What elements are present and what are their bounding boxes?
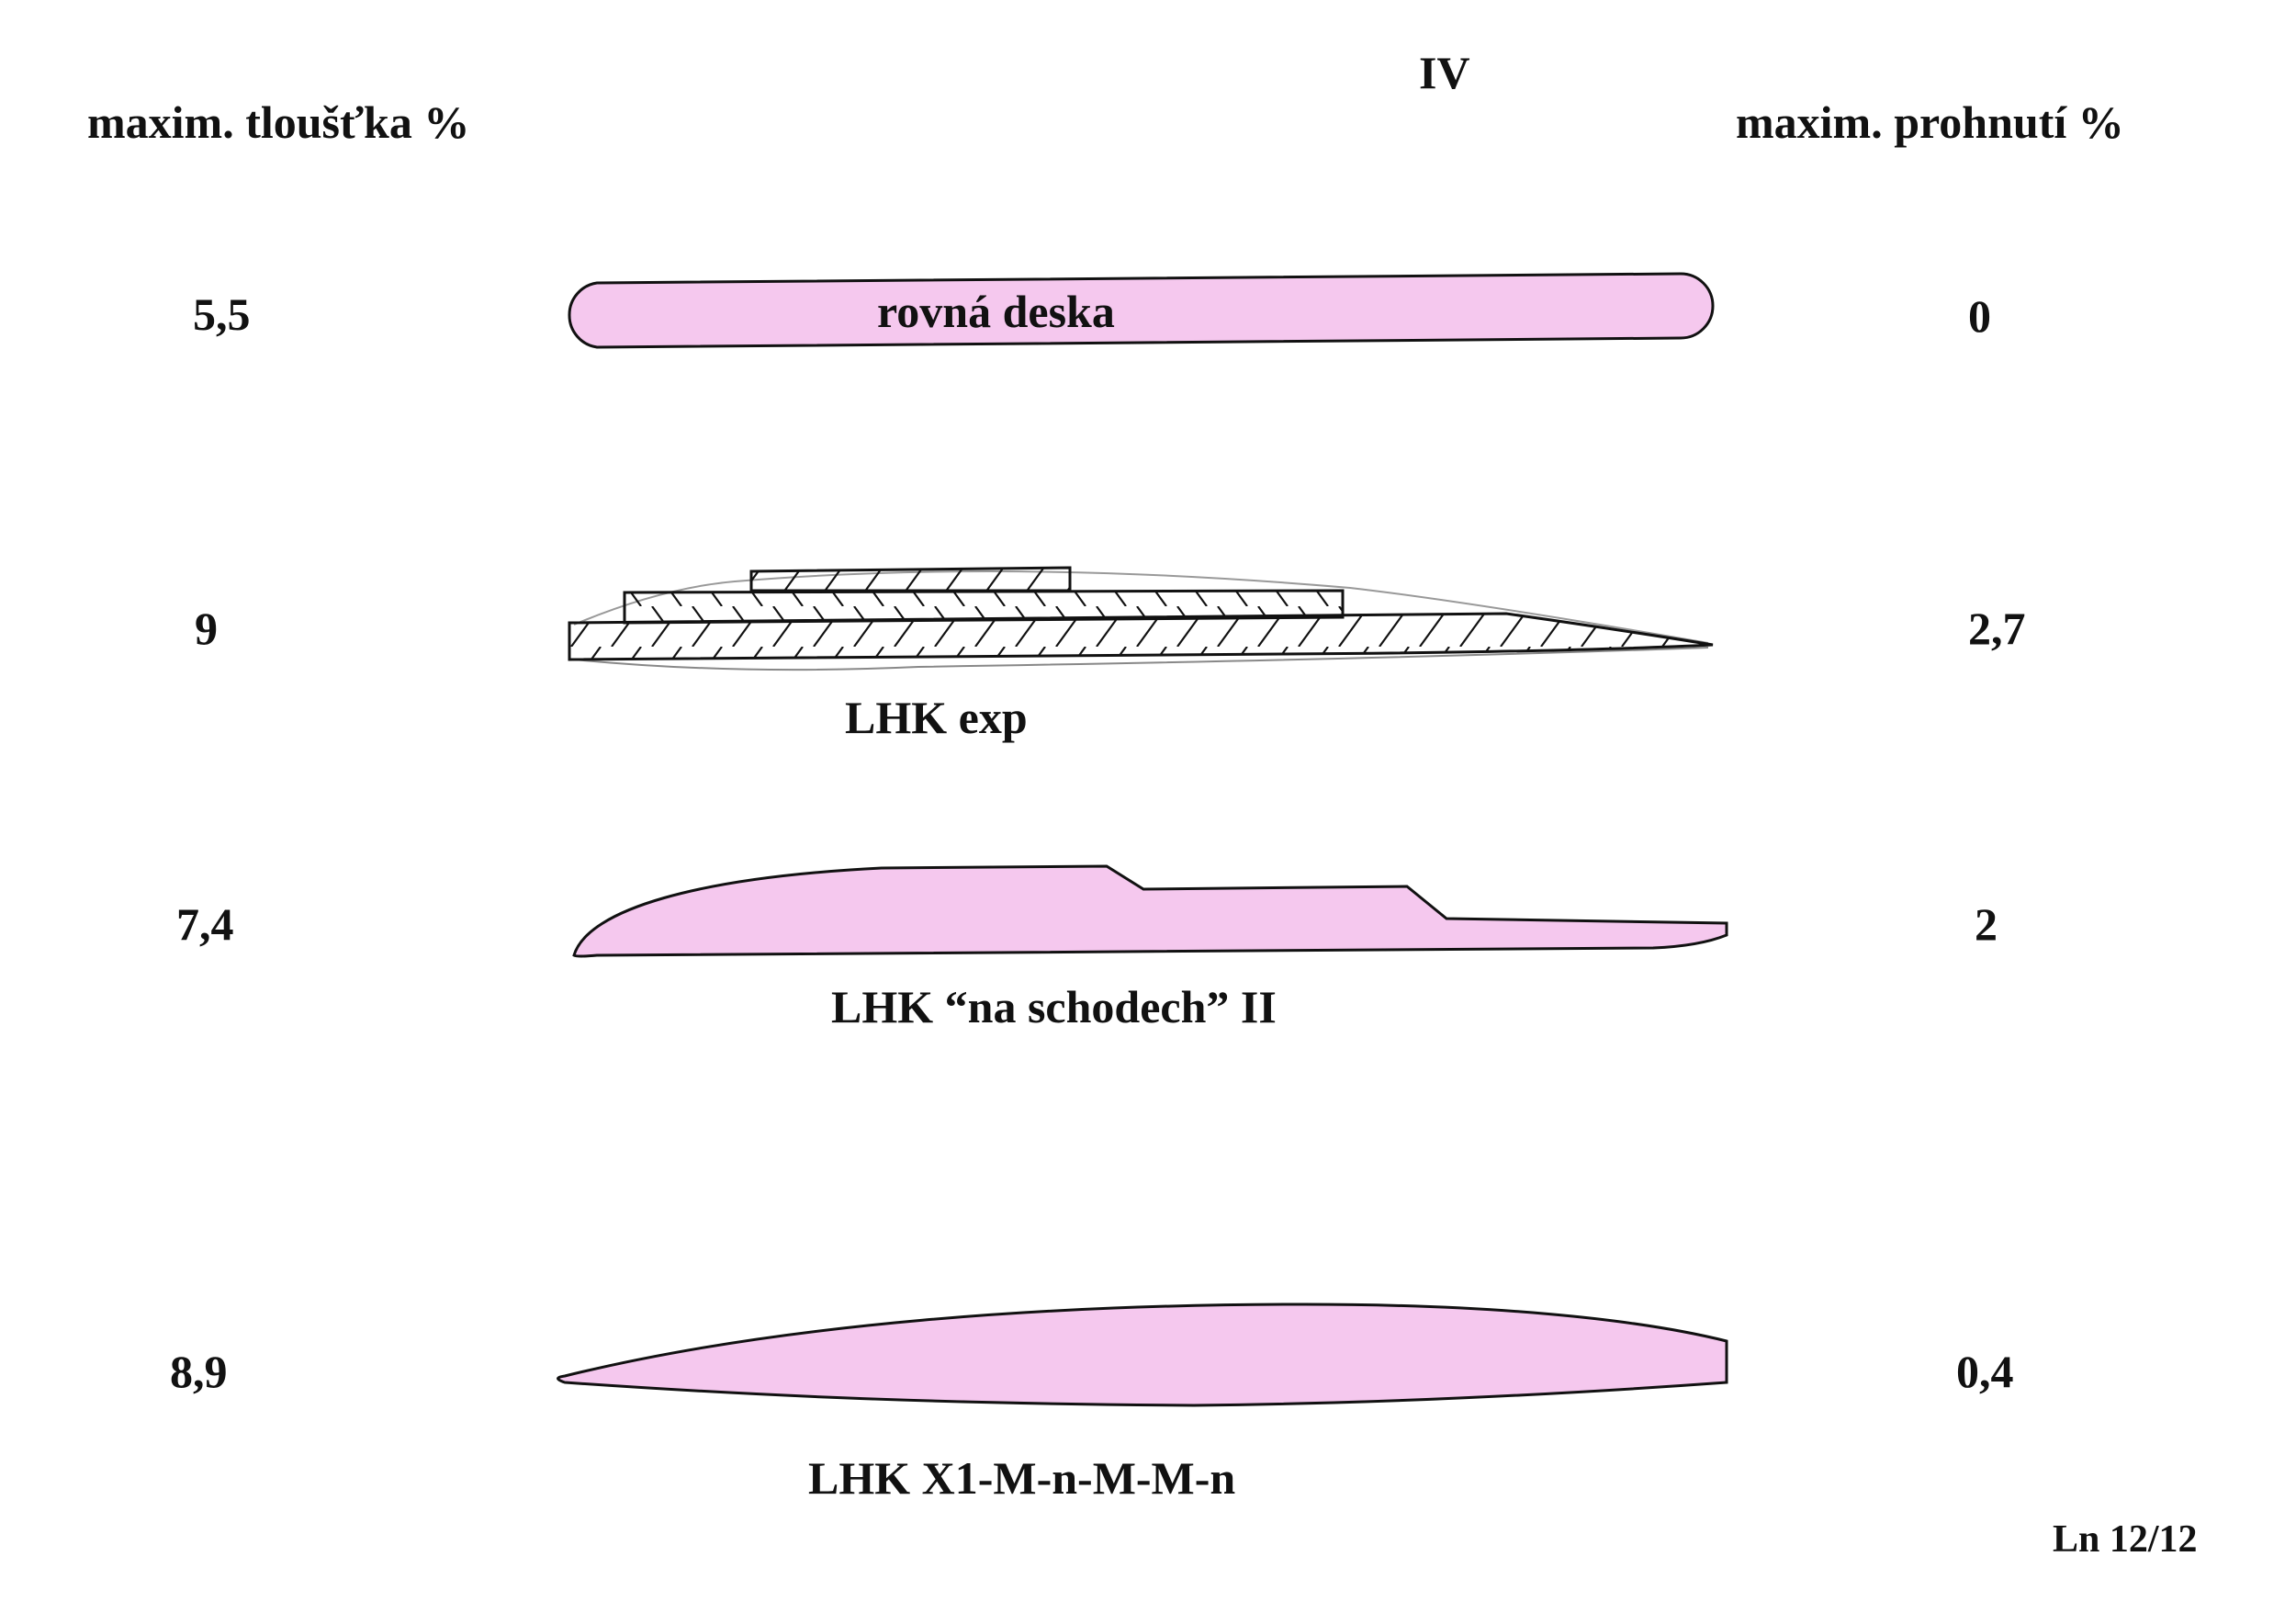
profile-label-1: rovná deska bbox=[877, 286, 1115, 337]
thickness-value-1: 5,5 bbox=[193, 288, 251, 340]
camber-value-2: 2,7 bbox=[1968, 603, 2026, 654]
lhk-x1-profile bbox=[557, 1303, 1728, 1407]
camber-value-4: 0,4 bbox=[1956, 1346, 2014, 1397]
thickness-value-3: 7,4 bbox=[176, 898, 234, 950]
camber-value-3: 2 bbox=[1975, 898, 1998, 950]
stepped-profile bbox=[572, 864, 1728, 958]
thickness-value-2: 9 bbox=[195, 603, 218, 654]
lhk-exp-profile bbox=[568, 566, 1714, 671]
thickness-value-4: 8,9 bbox=[170, 1346, 228, 1397]
profile-label-3: LHK “na schodech” II bbox=[831, 981, 1277, 1032]
roman-numeral: IV bbox=[1419, 47, 1470, 98]
camber-column-header: maxim. prohnutí % bbox=[1736, 96, 2124, 148]
camber-value-1: 0 bbox=[1968, 290, 1991, 342]
flat-plate-profile bbox=[568, 272, 1715, 349]
profile-label-4: LHK X1-M-n-M-M-n bbox=[808, 1452, 1236, 1504]
thickness-column-header: maxim. tloušťka % bbox=[87, 96, 470, 148]
profile-label-2: LHK exp bbox=[845, 692, 1028, 743]
page-reference: Ln 12/12 bbox=[2053, 1518, 2198, 1561]
